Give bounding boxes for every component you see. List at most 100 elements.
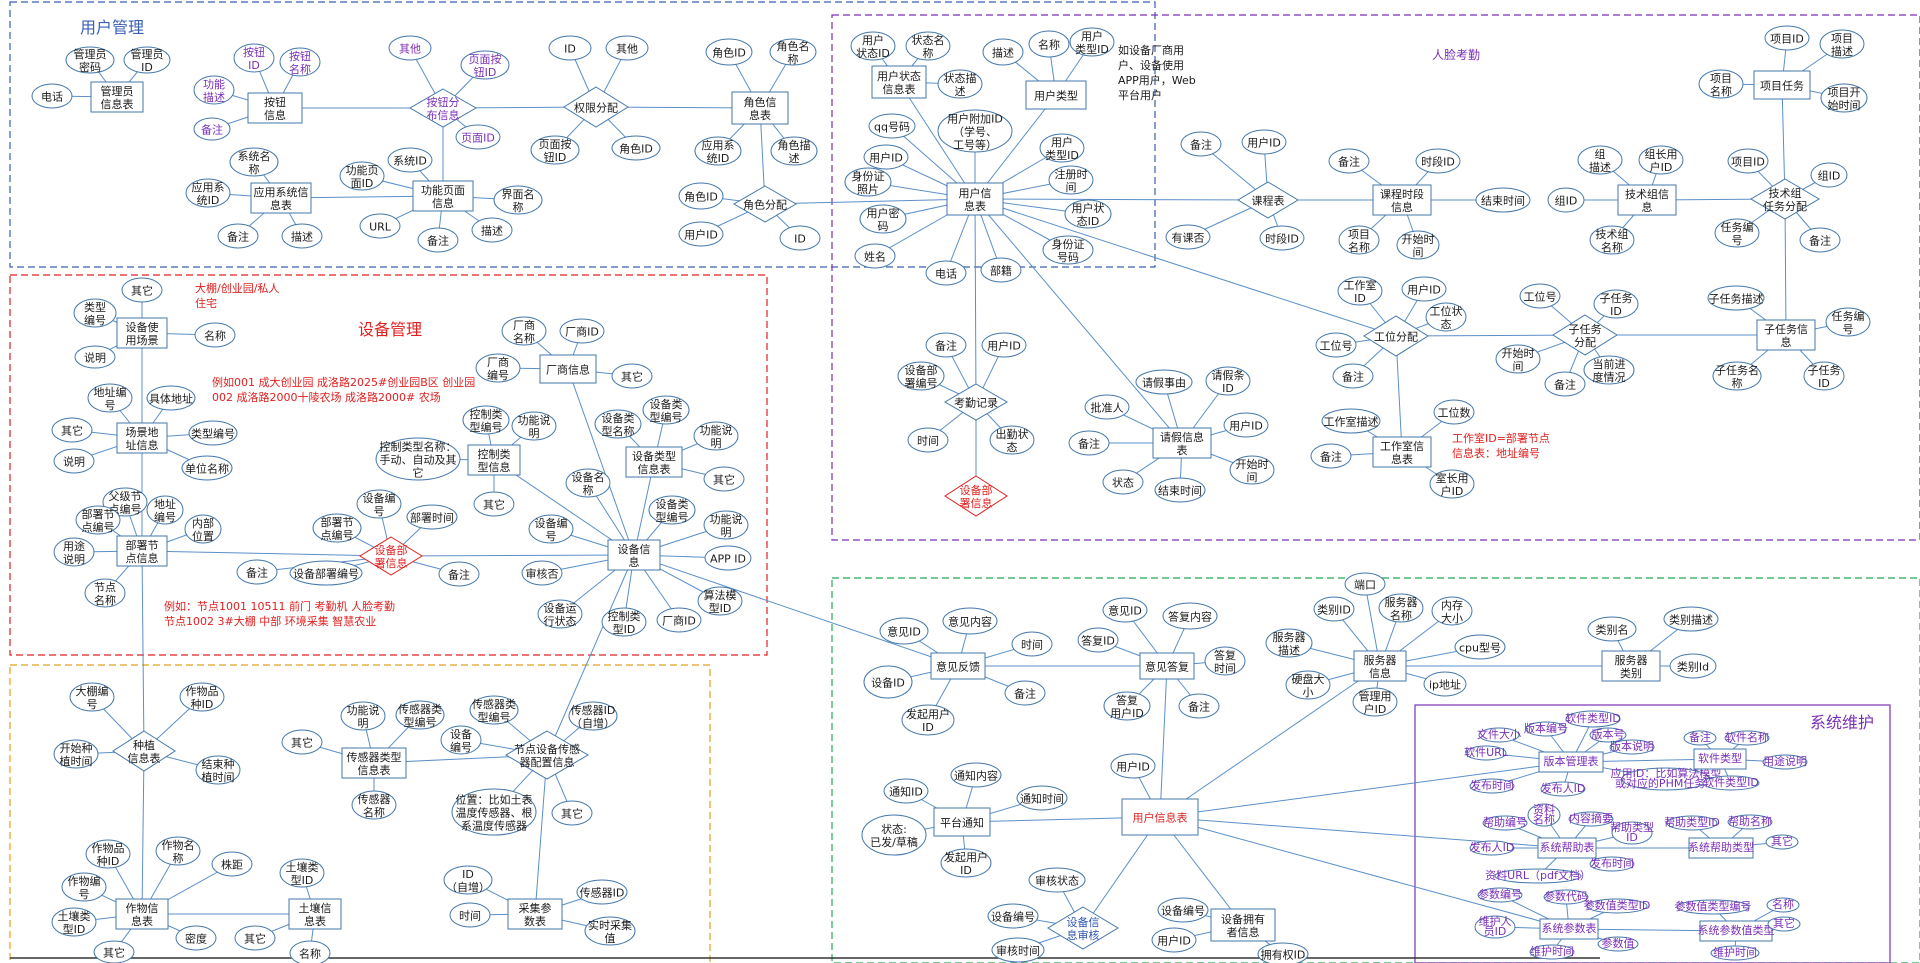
attribute-ellipse (1378, 593, 1424, 623)
node-au2: 设备编号 (987, 903, 1039, 929)
node-label: 工位状 (1430, 304, 1463, 318)
node-label: 息表 (964, 199, 986, 213)
node-label: 功能说 (710, 512, 743, 526)
annotation-note: 住宅 (195, 296, 217, 310)
node-at4: 时间 (907, 427, 949, 453)
node-label: 答复内容 (1168, 610, 1212, 624)
node-label: 技术组 (1596, 227, 1629, 241)
node-label: 维护时间 (1530, 944, 1574, 958)
node-label: 统ID (707, 152, 730, 165)
node-label: 称 (249, 162, 260, 176)
attribute-ellipse (905, 31, 951, 61)
entity-box (933, 807, 991, 837)
node-sw2: 软件名称 (1724, 730, 1770, 746)
node-label: 系温度传感器 (461, 819, 527, 833)
node-label: 密度 (185, 932, 207, 946)
attribute-ellipse (155, 836, 201, 866)
node-label: 设备编号 (1161, 904, 1205, 918)
attribute-ellipse (1666, 815, 1718, 831)
node-pm1: 参数编号 (1477, 887, 1523, 903)
node-label: 用户状态 (877, 69, 921, 83)
node-vr1: 软件类型ID (1565, 710, 1621, 728)
node-help: 系统帮助表 (1537, 837, 1597, 859)
node-label: 版本编号 (1524, 721, 1568, 735)
node-vr3: 版本编号 (1524, 721, 1568, 737)
node-label: 组 (1595, 147, 1606, 161)
node-label: 类型ID (1045, 148, 1079, 162)
node-b4: 备注 (193, 117, 231, 141)
node-dv10: 厂商ID (656, 607, 702, 633)
node-vr4: 版本号 (1589, 727, 1627, 743)
attribute-ellipse (51, 907, 97, 937)
node-label: 答复ID (1081, 634, 1115, 648)
node-wa1: 工作室ID (1337, 276, 1383, 306)
node-label: 用途 (63, 539, 85, 553)
node-ra1: 角色ID (678, 182, 724, 210)
node-label: 设备使 (126, 320, 159, 334)
node-u2: 用户附加ID（学号、工号等） (937, 109, 1013, 153)
attribute-ellipse (53, 448, 95, 474)
entity-box (539, 354, 597, 384)
node-au1: 审核状态 (1028, 867, 1086, 893)
attribute-ellipse (897, 361, 945, 391)
node-at3: 设备部署编号 (897, 361, 945, 391)
attribute-ellipse (451, 788, 537, 836)
node-label: 署编号 (905, 376, 938, 390)
node-label: 设备拥有 (1221, 912, 1265, 926)
relation-diamond (505, 730, 589, 780)
attribute-ellipse (1157, 897, 1209, 923)
node-label: 态 (1007, 441, 1018, 454)
attribute-ellipse (1587, 616, 1637, 642)
attribute-ellipse (551, 800, 593, 826)
node-label: 备注 (1554, 378, 1576, 392)
node-label: 备注 (201, 123, 223, 137)
node-label: 用户ID (869, 151, 903, 165)
node-label: 审核时间 (996, 944, 1040, 958)
entity-box (116, 422, 168, 454)
node-label: 其它 (131, 284, 153, 298)
node-label: 用户 (1081, 29, 1103, 43)
attribute-ellipse (942, 607, 998, 635)
node-co3: 时间 (449, 902, 491, 928)
node-label: 作物信 (126, 901, 159, 915)
node-label: 页面按 (469, 52, 502, 66)
node-dn3: 地址编号 (146, 495, 184, 525)
node-sw4: 软件类型ID (1702, 775, 1760, 791)
attribute-ellipse (146, 495, 184, 525)
attribute-ellipse (584, 916, 636, 946)
node-label: ID (960, 864, 972, 877)
attribute-ellipse (530, 135, 580, 165)
node-label: 开始种 (60, 741, 93, 755)
attribute-ellipse (642, 395, 690, 425)
node-c1: 备注 (1180, 131, 1222, 157)
node-label: 名称 (1533, 812, 1555, 826)
node-label: 地址编 (94, 385, 127, 399)
attribute-ellipse (281, 223, 323, 249)
node-label: 植时间 (202, 770, 235, 784)
node-pg2: 系统ID (387, 147, 433, 173)
node-label: 值 (605, 932, 616, 945)
node-label: 功能页面 (421, 183, 465, 197)
attribute-ellipse (1064, 199, 1112, 229)
attribute-ellipse (1577, 145, 1623, 175)
node-label: 子任务信 (1764, 323, 1808, 336)
relation-diamond (944, 475, 1008, 517)
node-label: 其它 (1773, 916, 1795, 930)
attribute-ellipse (1337, 276, 1383, 306)
attribute-ellipse (53, 739, 99, 769)
node-label: 传感器 (358, 793, 391, 806)
node-label: 用户ID (1247, 136, 1281, 150)
node-label: ID (1610, 305, 1622, 318)
node-label: 采集参 (519, 901, 552, 915)
node-label: 帮助类型 (1610, 820, 1654, 834)
